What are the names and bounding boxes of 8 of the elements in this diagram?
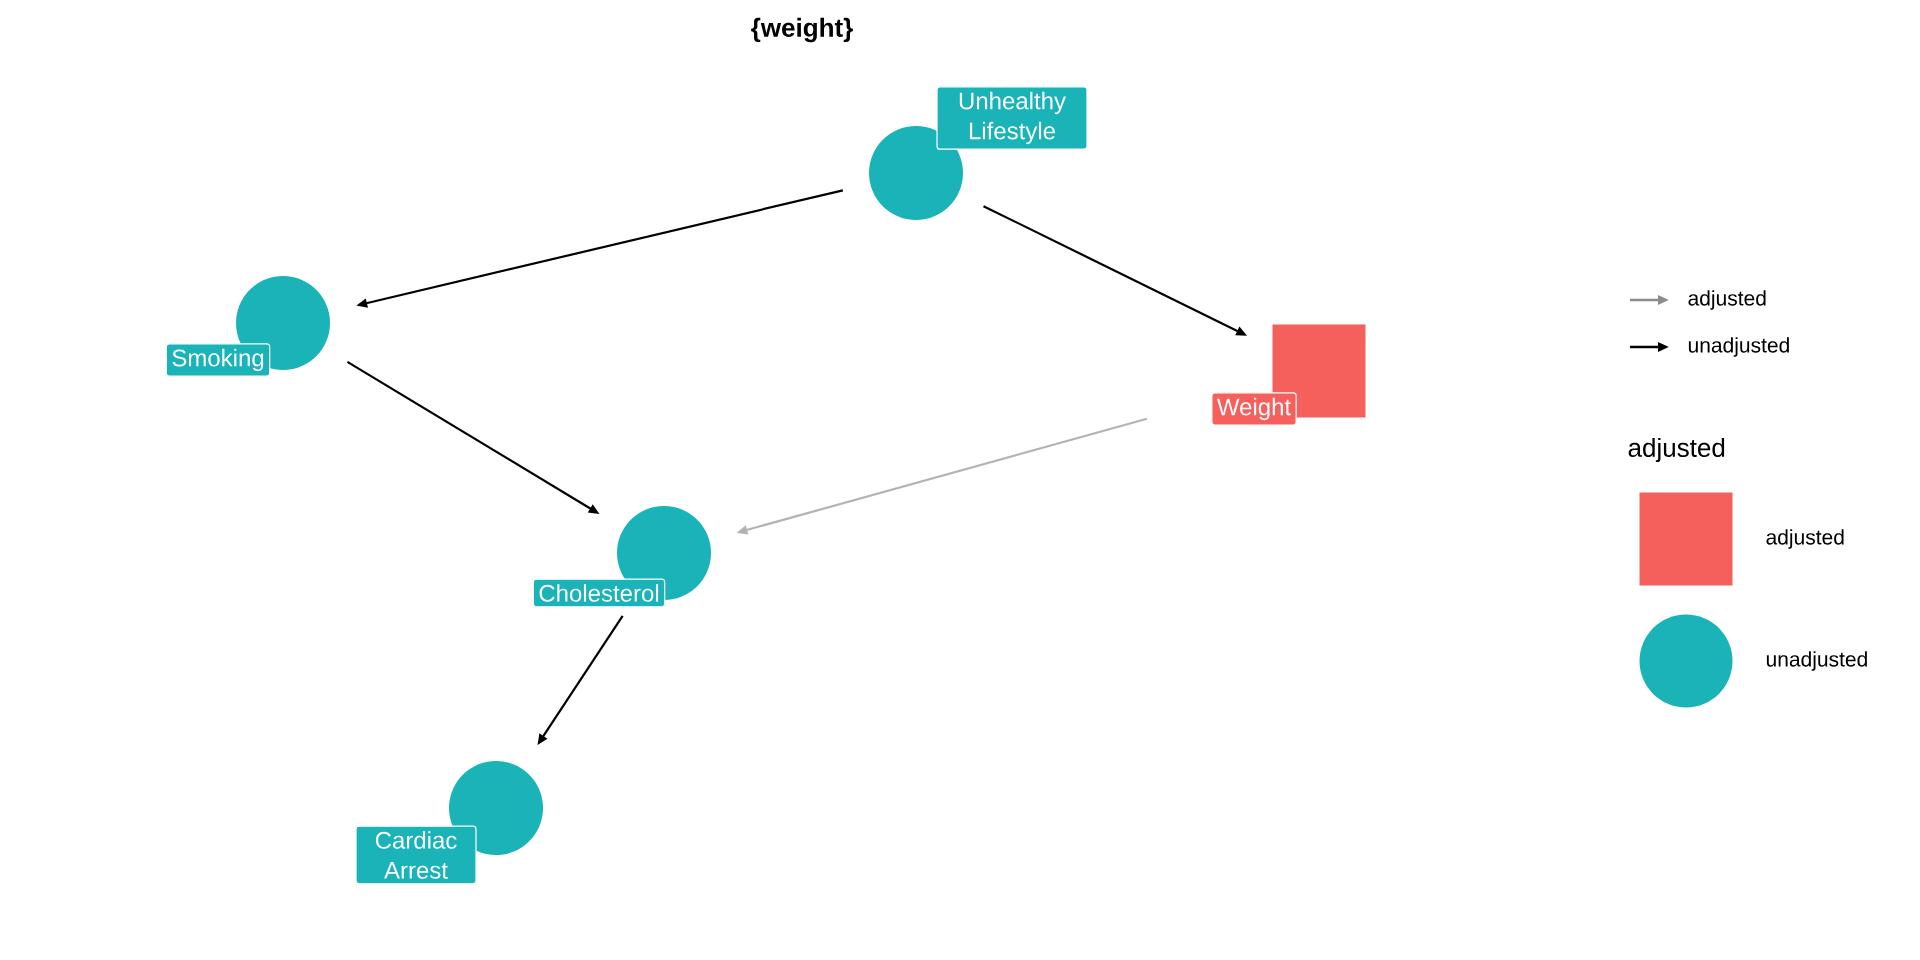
title: {weight}: [751, 17, 853, 43]
legend-text: unadjusted: [1688, 337, 1789, 357]
legend-text: adjusted: [1766, 529, 1844, 549]
node-label: Cardiac Arrest: [375, 831, 457, 879]
legend-title: adjusted: [1628, 437, 1725, 463]
legend-text: unadjusted: [1766, 651, 1867, 671]
node-square: Weight: [1211, 324, 1366, 426]
legend-text: adjusted: [1688, 290, 1766, 310]
